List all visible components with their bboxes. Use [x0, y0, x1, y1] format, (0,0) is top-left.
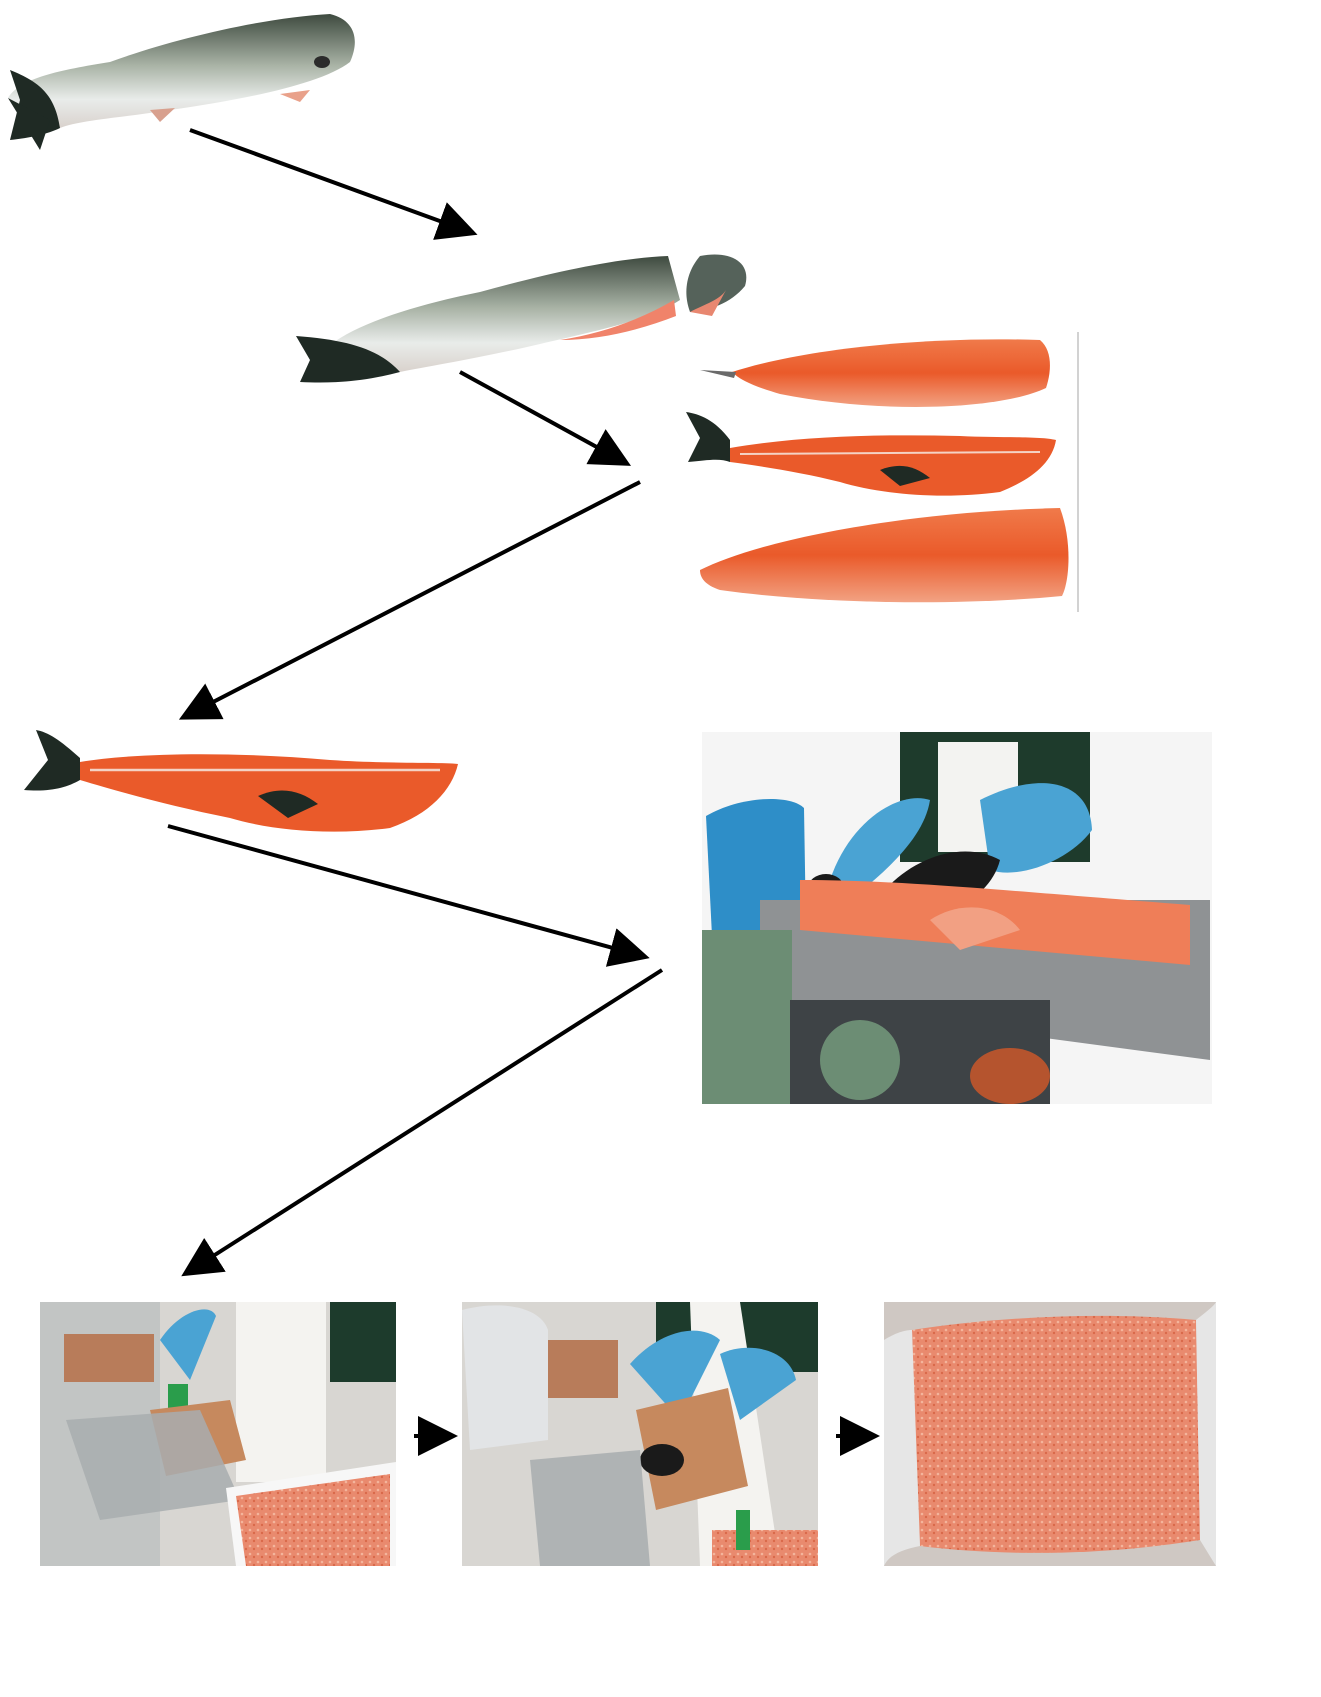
- arrow-4: [168, 826, 642, 956]
- pressing-block-photo: [462, 1302, 818, 1566]
- fillet-parts-image: [686, 332, 1078, 612]
- whole-fish-image: [8, 14, 355, 150]
- arrow-5: [188, 970, 662, 1272]
- fish-frame-image: [24, 730, 458, 832]
- arrow-2: [460, 372, 624, 462]
- arrow-1: [190, 130, 470, 232]
- mincing-machine-photo: [702, 732, 1212, 1104]
- arrow-3: [186, 482, 640, 716]
- minced-block-photo: [884, 1302, 1216, 1566]
- filling-box-photo: [40, 1302, 396, 1566]
- headed-fish-image: [296, 254, 746, 382]
